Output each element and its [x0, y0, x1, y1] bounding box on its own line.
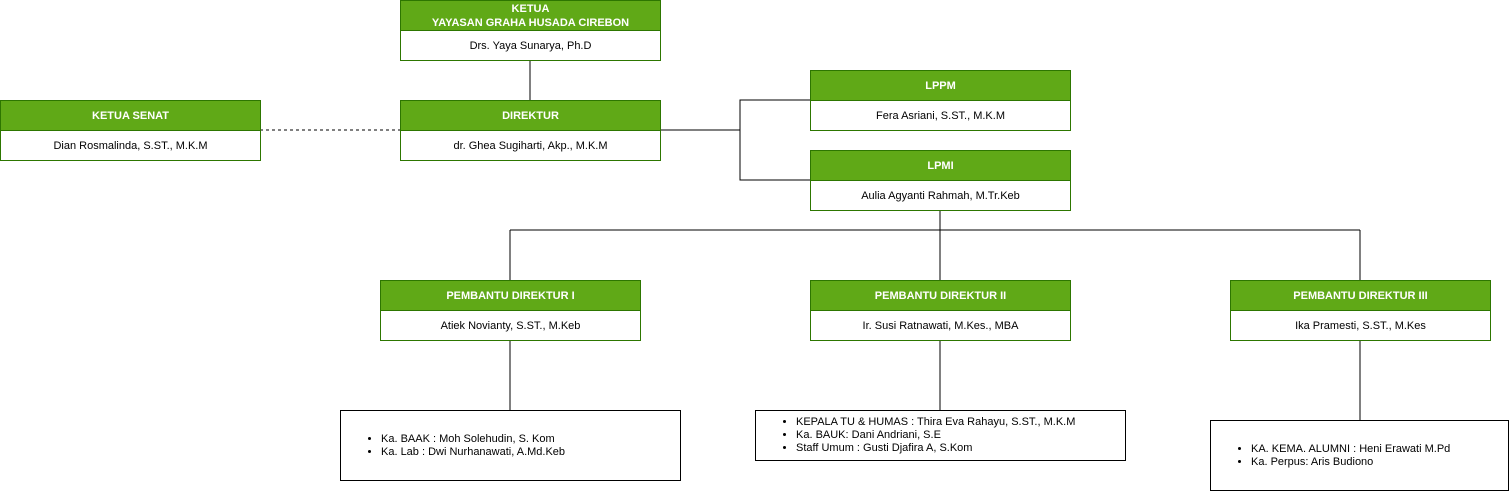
lppm-title: LPPM — [811, 71, 1070, 101]
deputy2-units-list: KEPALA TU & HUMAS : Thira Eva Rahayu, S.… — [756, 416, 1075, 455]
lppm-name: Fera Asriani, S.ST., M.K.M — [876, 109, 1005, 122]
deputy1-name: Atiek Novianty, S.ST., M.Keb — [440, 319, 581, 332]
deputy3-units-list: KA. KEMA. ALUMNI : Heni Erawati M.Pd Ka.… — [1211, 443, 1450, 469]
deputy1-units-list: Ka. BAAK : Moh Solehudin, S. Kom Ka. Lab… — [341, 433, 565, 459]
senate-box: KETUA SENAT Dian Rosmalinda, S.ST., M.K.… — [0, 100, 261, 161]
connector-director-lpmi — [739, 130, 810, 181]
connector-director-lppm — [660, 99, 810, 131]
list-item: Ka. BAUK: Dani Andriani, S.E — [796, 429, 1075, 442]
deputy3-box: PEMBANTU DIREKTUR III Ika Pramesti, S.ST… — [1230, 280, 1491, 341]
lpmi-title: LPMI — [811, 151, 1070, 181]
deputy1-box: PEMBANTU DIREKTUR I Atiek Novianty, S.ST… — [380, 280, 641, 341]
deputy1-units-box: Ka. BAAK : Moh Solehudin, S. Kom Ka. Lab… — [340, 410, 681, 481]
director-title: DIREKTUR — [401, 101, 660, 131]
deputy2-box: PEMBANTU DIREKTUR II Ir. Susi Ratnawati,… — [810, 280, 1071, 341]
chairman-title: KETUA YAYASAN GRAHA HUSADA CIREBON — [401, 1, 660, 31]
chairman-title-line1: KETUA — [511, 2, 550, 15]
senate-name: Dian Rosmalinda, S.ST., M.K.M — [53, 139, 208, 152]
deputy3-title: PEMBANTU DIREKTUR III — [1231, 281, 1490, 311]
list-item: KEPALA TU & HUMAS : Thira Eva Rahayu, S.… — [796, 416, 1075, 429]
chairman-title-line2: YAYASAN GRAHA HUSADA CIREBON — [431, 16, 630, 29]
list-item: KA. KEMA. ALUMNI : Heni Erawati M.Pd — [1251, 443, 1450, 456]
deputy2-units-box: KEPALA TU & HUMAS : Thira Eva Rahayu, S.… — [755, 410, 1126, 461]
chairman-box: KETUA YAYASAN GRAHA HUSADA CIREBON Drs. … — [400, 0, 661, 61]
chairman-name: Drs. Yaya Sunarya, Ph.D — [469, 39, 592, 52]
director-box: DIREKTUR dr. Ghea Sugiharti, Akp., M.K.M — [400, 100, 661, 161]
list-item: Ka. Perpus: Aris Budiono — [1251, 456, 1450, 469]
lpmi-name: Aulia Agyanti Rahmah, M.Tr.Keb — [861, 189, 1020, 202]
deputy1-title: PEMBANTU DIREKTUR I — [381, 281, 640, 311]
deputy3-name: Ika Pramesti, S.ST., M.Kes — [1295, 319, 1426, 332]
senate-title: KETUA SENAT — [1, 101, 260, 131]
deputy2-name: Ir. Susi Ratnawati, M.Kes., MBA — [862, 319, 1019, 332]
director-name: dr. Ghea Sugiharti, Akp., M.K.M — [453, 139, 608, 152]
deputy2-title: PEMBANTU DIREKTUR II — [811, 281, 1070, 311]
lpmi-box: LPMI Aulia Agyanti Rahmah, M.Tr.Keb — [810, 150, 1071, 211]
list-item: Staff Umum : Gusti Djafira A, S.Kom — [796, 442, 1075, 455]
list-item: Ka. Lab : Dwi Nurhanawati, A.Md.Keb — [381, 446, 565, 459]
lppm-box: LPPM Fera Asriani, S.ST., M.K.M — [810, 70, 1071, 131]
list-item: Ka. BAAK : Moh Solehudin, S. Kom — [381, 433, 565, 446]
deputy3-units-box: KA. KEMA. ALUMNI : Heni Erawati M.Pd Ka.… — [1210, 420, 1509, 491]
